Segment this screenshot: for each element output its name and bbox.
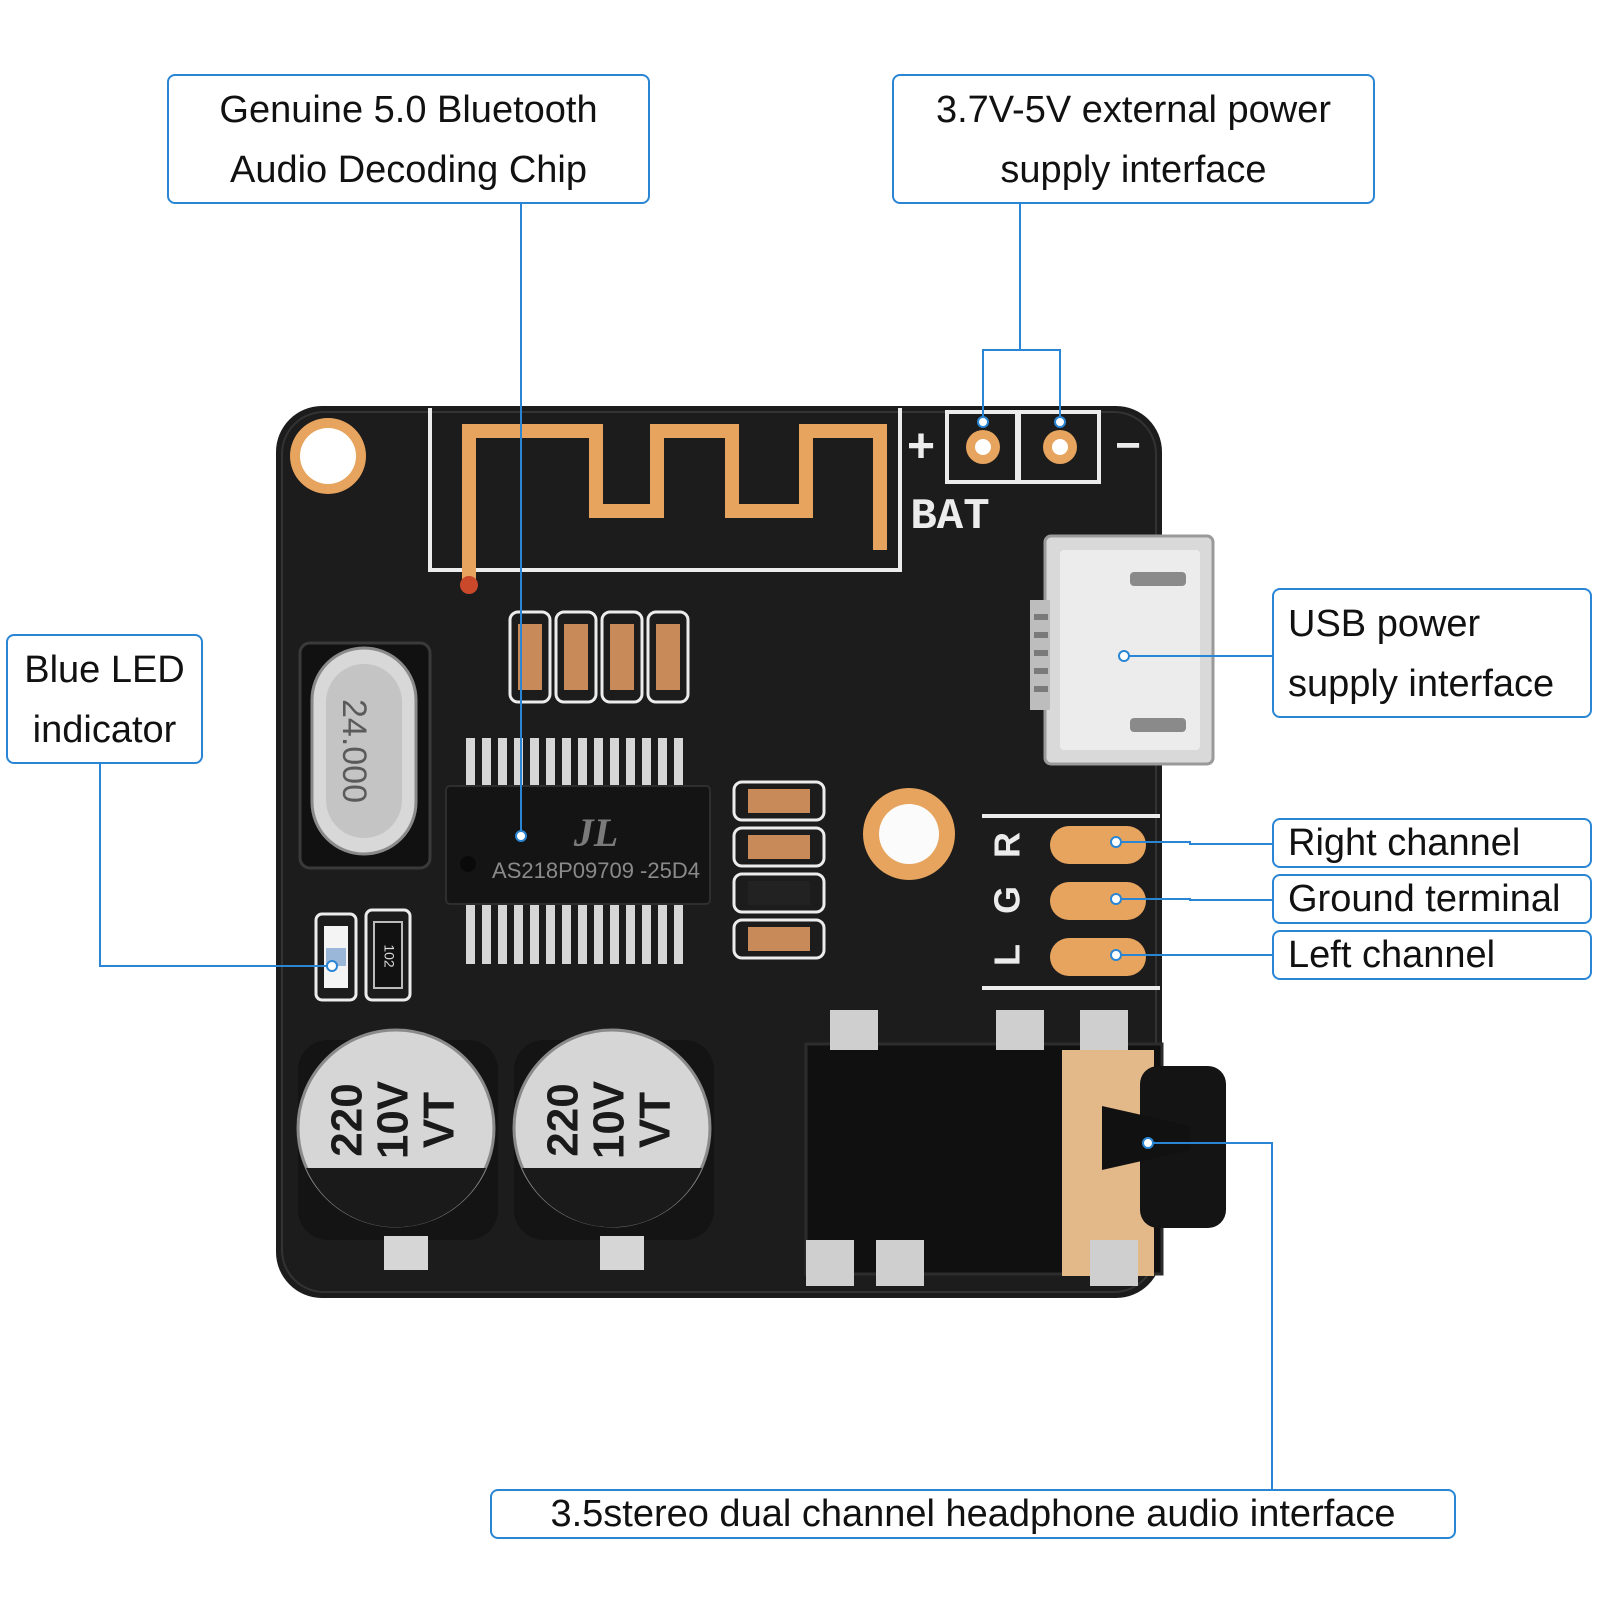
callout-right-channel: Right channel <box>1272 818 1592 868</box>
leader-dot-power-minus <box>1054 416 1066 428</box>
micro-usb-connector <box>1030 534 1215 766</box>
callout-bluetooth-chip-line-1: Genuine 5.0 Bluetooth <box>219 89 598 131</box>
leader-right-channel <box>1116 841 1272 845</box>
callout-blue-led: Blue LED indicator <box>6 634 203 764</box>
callout-headphone-interface-text: 3.5stereo dual channel headphone audio i… <box>550 1493 1396 1535</box>
leader-headphone <box>1148 1142 1273 1489</box>
capacitor-right-line-1: 220 <box>539 1083 588 1156</box>
mounting-hole-top-left <box>290 418 366 494</box>
callout-bluetooth-chip-line-2: Audio Decoding Chip <box>229 149 587 191</box>
callout-ground-terminal-text: Ground terminal <box>1288 878 1561 920</box>
callout-blue-led-line-1: Blue LED <box>24 649 185 691</box>
bat-label: BAT <box>910 492 989 542</box>
mounting-hole-center <box>863 788 955 880</box>
leader-dot-power-plus <box>977 416 989 428</box>
resistor-marking: 102 <box>381 944 397 968</box>
callout-left-channel-text: Left channel <box>1288 934 1496 976</box>
callout-external-power-line-1: 3.7V-5V external power <box>935 89 1331 131</box>
bat-plus-label: + <box>907 420 935 473</box>
capacitor-left-line-2: 10V <box>369 1080 418 1159</box>
leader-dot-chip <box>515 830 527 842</box>
leader-external-power-branch <box>1020 349 1061 422</box>
callout-left-channel: Left channel <box>1272 930 1592 980</box>
battery-pads: + − BAT <box>907 410 1141 542</box>
bat-minus-label: − <box>1115 421 1141 470</box>
callout-external-power: 3.7V-5V external power supply interface <box>892 74 1375 204</box>
smd-capacitor-row <box>508 610 690 704</box>
callout-usb-power-line-2: supply interface <box>1288 663 1555 705</box>
leader-external-power <box>982 204 1021 422</box>
capacitor-right-line-3: VT <box>631 1092 680 1148</box>
right-channel-pad <box>1050 826 1146 864</box>
leader-dot-right <box>1110 836 1122 848</box>
chip-logo: JL <box>573 810 618 855</box>
callout-usb-power-line-1: USB power <box>1288 603 1481 645</box>
callout-blue-led-line-2: indicator <box>32 709 177 751</box>
capacitor-right-line-2: 10V <box>585 1080 634 1159</box>
smd-component-column <box>732 780 826 960</box>
leader-ground <box>1116 898 1272 901</box>
capacitor-right: 220 10V VT <box>512 1028 714 1270</box>
ground-pad <box>1050 882 1146 920</box>
callout-right-channel-text: Right channel <box>1288 822 1521 864</box>
headphone-jack <box>804 1010 1226 1286</box>
left-channel-pad <box>1050 938 1146 976</box>
leader-dot-headphone <box>1142 1137 1154 1149</box>
capacitor-left-line-1: 220 <box>323 1083 372 1156</box>
leader-led <box>99 764 332 967</box>
capacitor-left-line-3: VT <box>415 1092 464 1148</box>
leader-dot-ground <box>1110 893 1122 905</box>
pad-label-l: L <box>987 944 1028 966</box>
pad-label-g: G <box>987 886 1028 914</box>
leader-lines <box>99 204 1273 1489</box>
pcb-board: + − BAT 24.000 <box>276 406 1226 1298</box>
callout-headphone-interface: 3.5stereo dual channel headphone audio i… <box>490 1489 1456 1539</box>
chip-marking: AS218P09709 -25D4 <box>492 858 700 883</box>
leader-dot-led <box>326 960 338 972</box>
crystal-oscillator: 24.000 <box>298 641 432 870</box>
blue-led <box>314 912 358 1002</box>
pad-label-r: R <box>987 832 1028 858</box>
callout-ground-terminal: Ground terminal <box>1272 874 1592 924</box>
resistor: 102 <box>364 908 412 1002</box>
audio-output-pads: R G L <box>982 814 1160 990</box>
crystal-marking: 24.000 <box>335 699 373 803</box>
callout-usb-power: USB power supply interface <box>1272 588 1592 718</box>
leader-dot-usb <box>1118 650 1130 662</box>
callout-bluetooth-chip: Genuine 5.0 Bluetooth Audio Decoding Chi… <box>167 74 650 204</box>
leader-endpoints <box>326 416 1154 1149</box>
bluetooth-chip: JL AS218P09709 -25D4 <box>445 738 711 964</box>
leader-dot-left <box>1110 949 1122 961</box>
capacitor-left: 220 10V VT <box>296 1028 498 1270</box>
callout-external-power-line-2: supply interface <box>1000 149 1267 191</box>
pcb-antenna <box>428 408 902 594</box>
